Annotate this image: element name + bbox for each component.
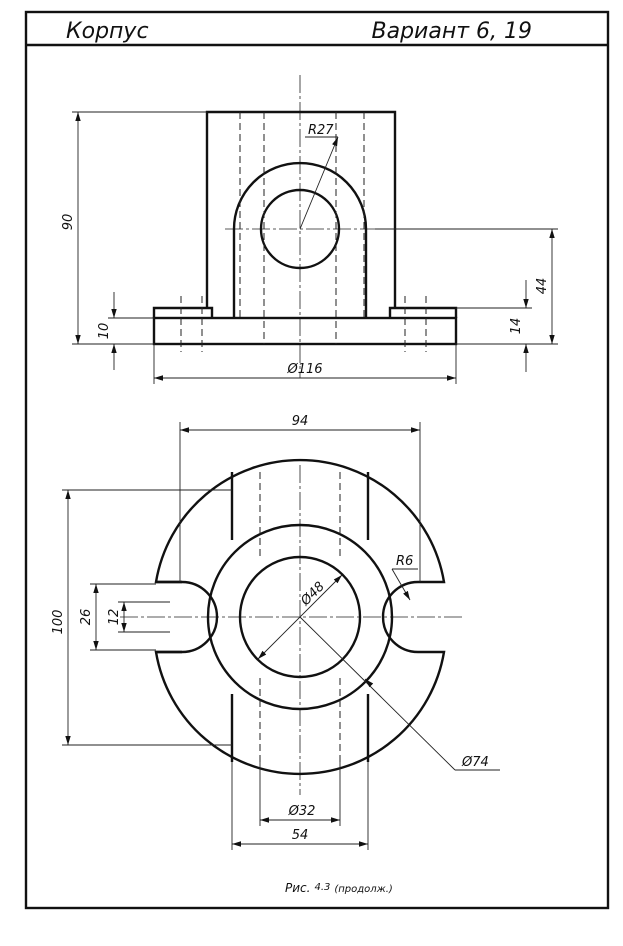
dim-90-text: 90 (61, 214, 76, 231)
top-view: 94 100 26 12 R6 Ø48 Ø74 Ø32 (51, 414, 500, 850)
top-flange-outline (154, 458, 446, 776)
dim-74-text: Ø74 (461, 755, 489, 770)
dim-14-text: 14 (509, 318, 524, 335)
part-name-label: Корпус (66, 19, 149, 44)
dim-r6-text: R6 (396, 554, 413, 569)
top-bore-circle (238, 555, 362, 679)
front-body-outline (205, 110, 397, 308)
dim-26-text: 26 (79, 609, 94, 626)
dim-116-text: Ø116 (286, 362, 322, 377)
dim-74-leader-inner (299, 616, 456, 771)
sheet-frame (24, 10, 610, 910)
dim-32-text: Ø32 (288, 804, 316, 819)
dim-100-text: 100 (51, 610, 66, 635)
caption-prefix: Рис. (285, 881, 310, 895)
front-base-step-right (388, 306, 458, 318)
dim-44-text: 44 (535, 278, 550, 295)
dim-r27-text: R27 (308, 123, 334, 138)
dim-r27-leader (299, 136, 339, 230)
dim-10-text: 10 (97, 323, 112, 340)
dim-54-text: 54 (292, 828, 309, 843)
caption-number: 4.3 (314, 882, 330, 893)
caption-note: (продолж.) (334, 884, 392, 895)
top-boss-circle (206, 523, 394, 711)
dim-74-arrow (364, 678, 374, 688)
front-bore-circle (259, 188, 341, 270)
dim-r6-leader (391, 568, 411, 601)
variant-label: Вариант 6, 19 (372, 19, 533, 44)
figure-caption: Рис. 4.3 (продолж.) (285, 881, 393, 895)
dim-48-text: Ø48 (298, 579, 328, 609)
dim-94-text: 94 (292, 414, 309, 429)
front-view: 90 10 44 14 Ø116 R27 (61, 75, 558, 384)
front-boss-arch (232, 161, 368, 318)
front-base-step-left (152, 306, 214, 318)
dim-12-text: 12 (107, 609, 122, 626)
front-base-plate (152, 316, 458, 346)
